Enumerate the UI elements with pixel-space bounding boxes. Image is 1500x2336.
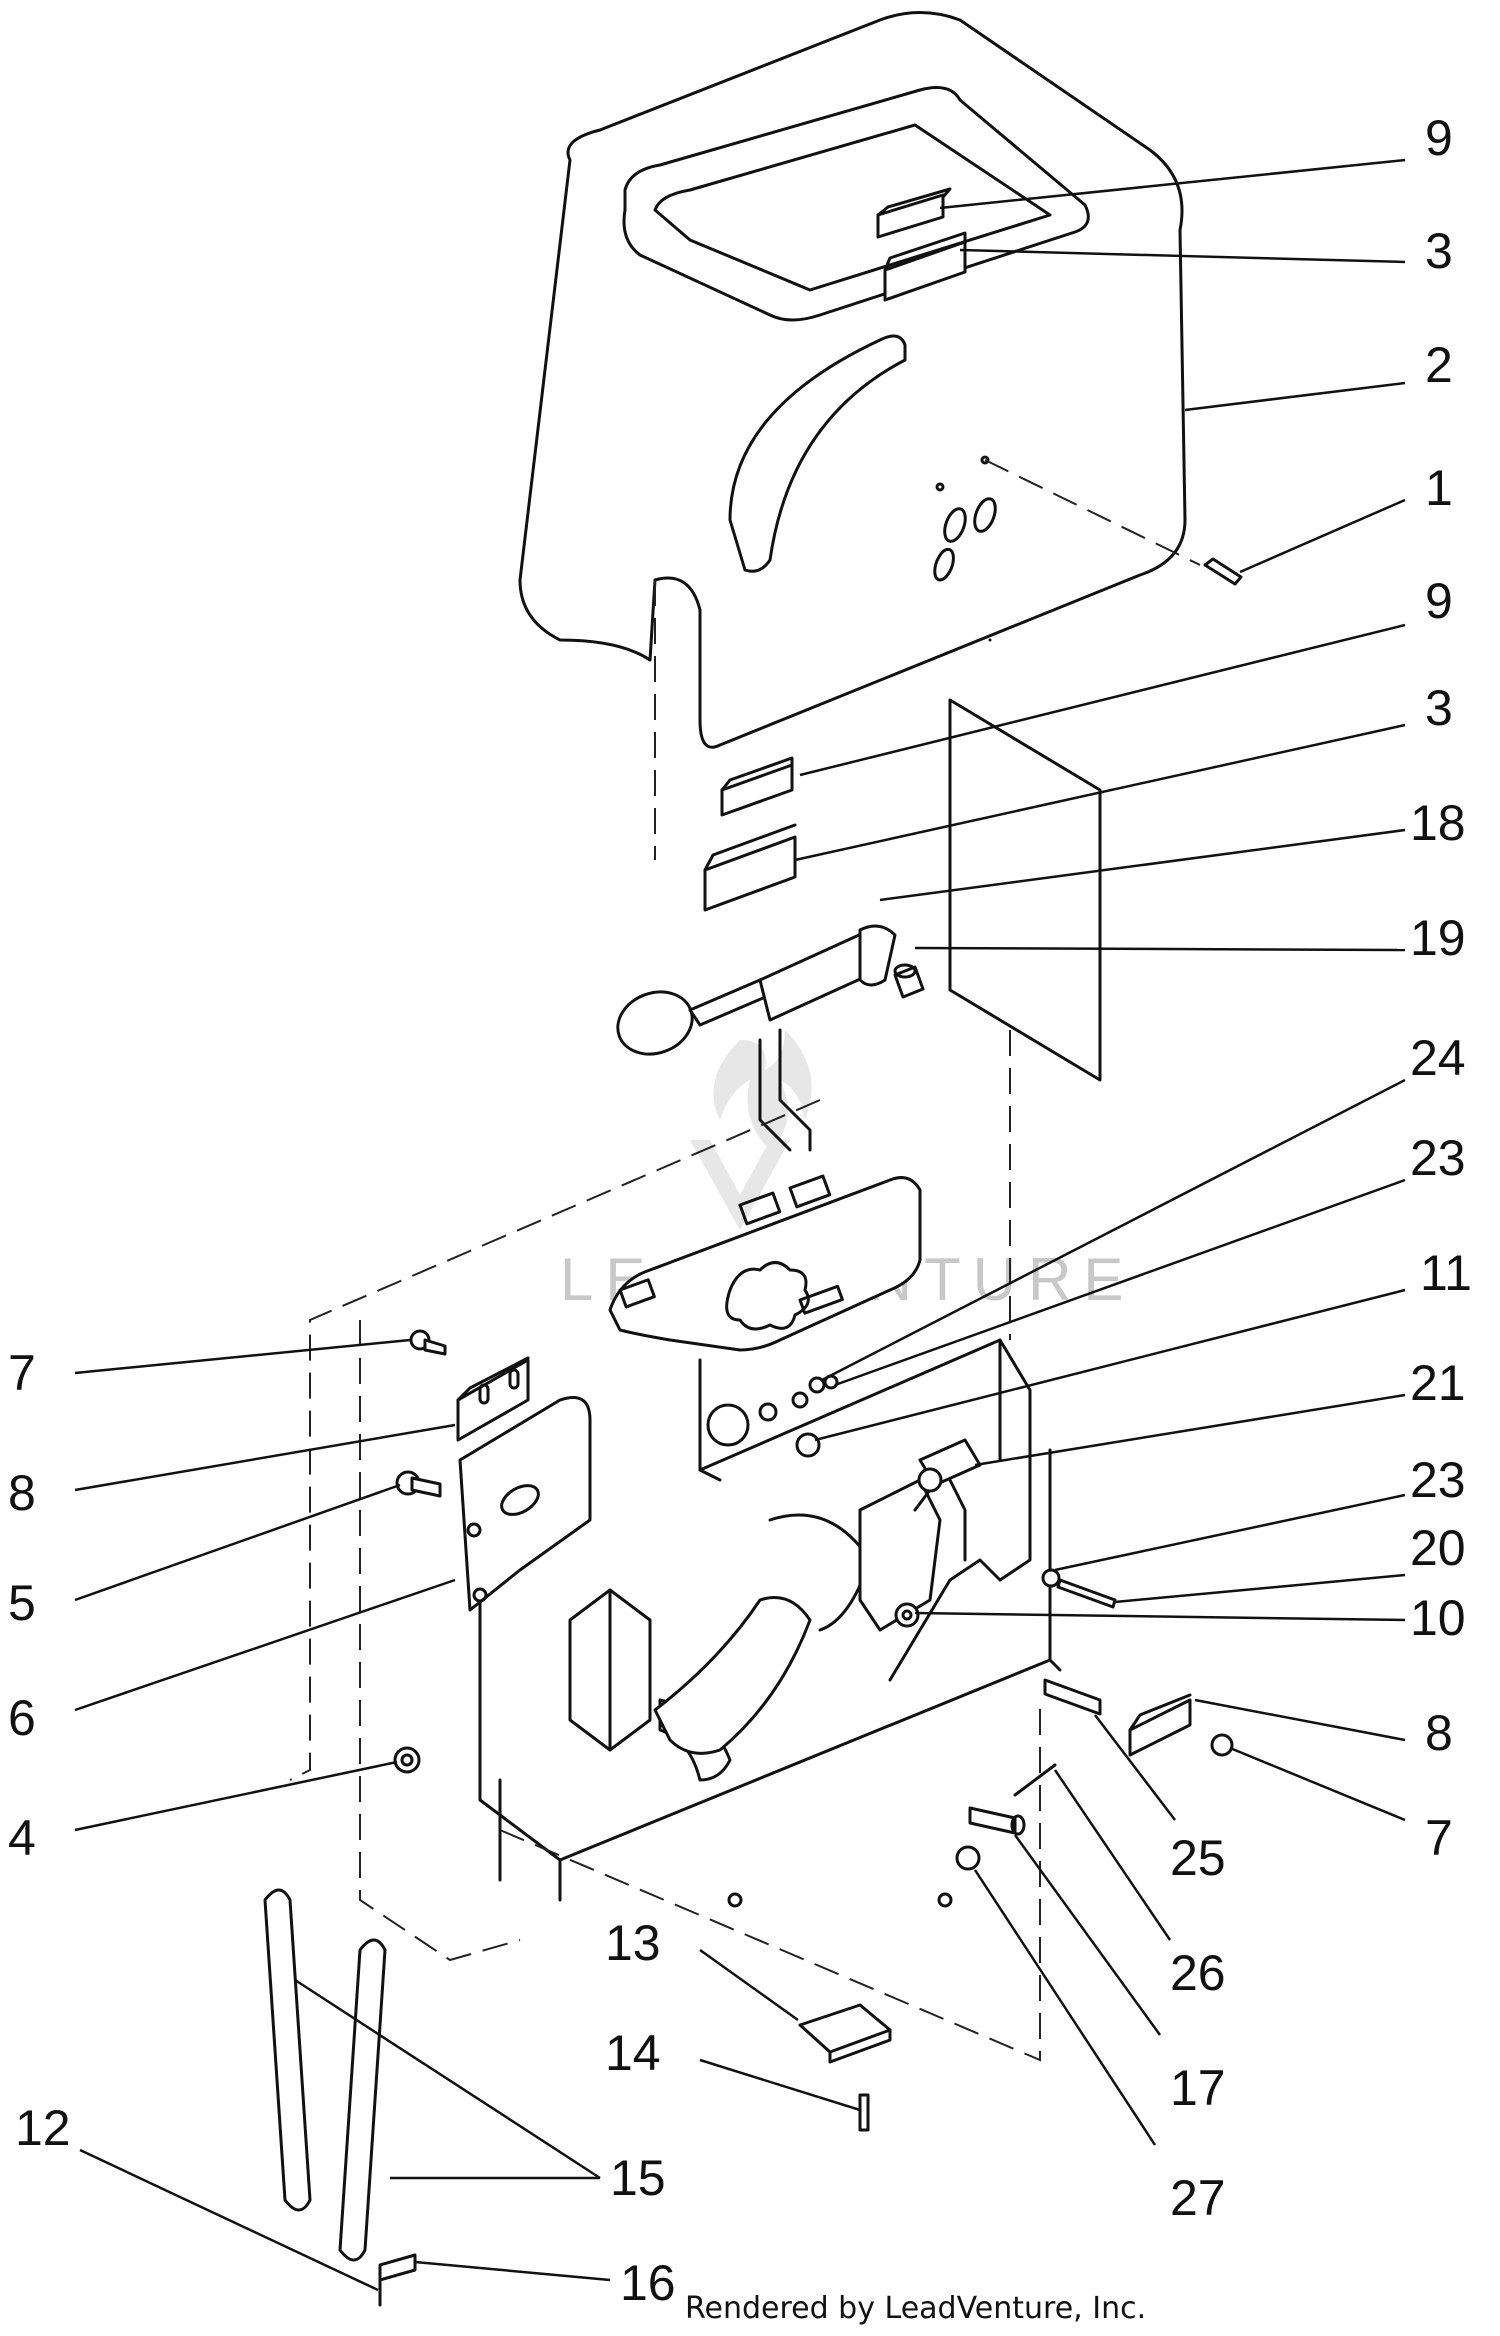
pivot-bracket bbox=[568, 1468, 1002, 1755]
callout-8-left: 8 bbox=[8, 1465, 36, 1521]
callout-18: 18 bbox=[1410, 795, 1466, 851]
bracket-lower bbox=[703, 823, 797, 912]
link-rod-left bbox=[263, 1888, 312, 2212]
callout-labels: 9 3 2 1 9 3 18 19 24 23 11 21 23 20 10 8… bbox=[8, 110, 1472, 2311]
bumper-lower bbox=[720, 756, 794, 817]
leader-lines bbox=[74, 158, 1406, 2292]
callout-20: 20 bbox=[1410, 1520, 1466, 1576]
callout-7-right: 7 bbox=[1425, 1810, 1453, 1866]
pin-16 bbox=[378, 2253, 417, 2282]
watermark-logo bbox=[690, 1030, 812, 1230]
callout-21: 21 bbox=[1410, 1355, 1466, 1411]
bolt-7-right bbox=[1210, 1733, 1234, 1757]
rear-panel bbox=[948, 698, 1102, 1082]
callout-16: 16 bbox=[620, 2255, 676, 2311]
clevis-pin-17 bbox=[968, 1806, 1026, 1836]
bolt-5 bbox=[395, 1470, 442, 1498]
latch-bracket-left bbox=[456, 1356, 530, 1442]
switch-21 bbox=[917, 1438, 982, 1493]
nut-24 bbox=[808, 1376, 826, 1394]
callout-9-lower: 9 bbox=[1425, 573, 1453, 629]
console-cover bbox=[518, 11, 1187, 749]
side-bracket bbox=[458, 1396, 592, 1612]
callout-3-lower: 3 bbox=[1425, 680, 1453, 736]
nut-4 bbox=[393, 1746, 421, 1774]
callout-15: 15 bbox=[610, 2150, 666, 2206]
nut-27 bbox=[955, 1845, 981, 1871]
callout-19: 19 bbox=[1410, 910, 1466, 966]
callout-5: 5 bbox=[8, 1575, 36, 1631]
callout-3-top: 3 bbox=[1425, 223, 1453, 279]
screw-20 bbox=[1056, 1578, 1117, 1609]
link-rod-right bbox=[338, 1938, 387, 2262]
callout-1: 1 bbox=[1425, 460, 1453, 516]
screw-1 bbox=[1203, 557, 1243, 586]
callout-25: 25 bbox=[1170, 1830, 1226, 1886]
callout-2: 2 bbox=[1425, 337, 1453, 393]
callout-23-upper: 23 bbox=[1410, 1130, 1466, 1186]
block-13 bbox=[798, 2003, 892, 2064]
callout-27: 27 bbox=[1170, 2170, 1226, 2226]
control-lever bbox=[616, 924, 897, 1152]
footer-credit: Rendered by LeadVenture, Inc. bbox=[685, 2291, 1146, 2326]
nut-11 bbox=[795, 1432, 821, 1458]
callout-23-lower: 23 bbox=[1410, 1452, 1466, 1508]
callout-13: 13 bbox=[605, 1915, 661, 1971]
callout-10: 10 bbox=[1410, 1590, 1466, 1646]
callout-11: 11 bbox=[1420, 1245, 1472, 1301]
callout-12: 12 bbox=[15, 2100, 71, 2156]
washer-10 bbox=[894, 1602, 920, 1628]
cotter-pin-26 bbox=[1013, 1763, 1057, 1797]
pin-25 bbox=[1043, 1678, 1102, 1716]
callout-7-left: 7 bbox=[8, 1345, 36, 1401]
bracket-top bbox=[883, 231, 967, 302]
screw-14 bbox=[858, 2093, 870, 2132]
bolt-7-left bbox=[409, 1329, 447, 1356]
bumper-top bbox=[876, 187, 952, 239]
callout-17: 17 bbox=[1170, 2060, 1226, 2116]
callout-4: 4 bbox=[8, 1810, 36, 1866]
callout-24: 24 bbox=[1410, 1030, 1466, 1086]
mounting-frame bbox=[478, 1338, 1062, 2062]
spacer-19 bbox=[893, 963, 925, 999]
callout-6: 6 bbox=[8, 1690, 36, 1746]
callout-9-top: 9 bbox=[1425, 110, 1453, 166]
callout-8-right: 8 bbox=[1425, 1705, 1453, 1761]
latch-bracket-right bbox=[1128, 1693, 1192, 1757]
callout-14: 14 bbox=[605, 2025, 661, 2081]
callout-26: 26 bbox=[1170, 1945, 1226, 2001]
washer-23-lower bbox=[1041, 1568, 1061, 1588]
shifter-plate bbox=[608, 1174, 922, 1352]
